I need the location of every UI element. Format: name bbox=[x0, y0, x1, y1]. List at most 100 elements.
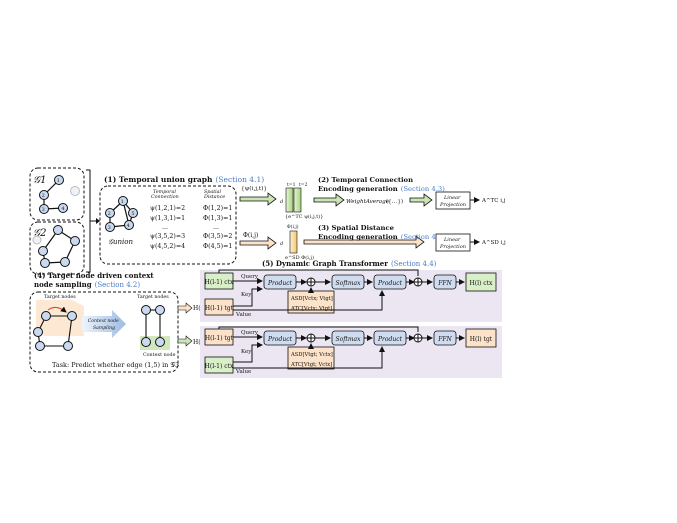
task-text: Task: Predict whether edge (1,5) in 𝒢3 bbox=[52, 361, 179, 369]
g1-node-faded bbox=[70, 186, 80, 196]
t-labels: t=1 t=2 bbox=[287, 182, 308, 188]
linear1-text: Linear Projection bbox=[439, 195, 466, 208]
svg-text:Softmax: Softmax bbox=[335, 280, 361, 287]
top-key-input bbox=[204, 298, 234, 316]
g2-node bbox=[40, 258, 50, 268]
sample-node bbox=[35, 341, 45, 351]
sample-node bbox=[155, 305, 165, 315]
g1-label: 𝒢1 bbox=[33, 175, 46, 186]
svg-text:Value: Value bbox=[235, 312, 251, 318]
out-tc-label: A^TC i,j bbox=[481, 197, 506, 204]
g1-node bbox=[39, 204, 49, 214]
sampling-title: (4) Target node driven context bbox=[34, 271, 154, 280]
psi-values: ψ(1,2,1)=2 ψ(1,3,1)=1 ... ψ(3,5,2)=3 ψ(4… bbox=[150, 205, 187, 250]
svg-text:Product: Product bbox=[377, 280, 403, 287]
g2-node bbox=[53, 225, 63, 235]
svg-text:ASD[Vtgt; Vctx]: ASD[Vtgt; Vctx] bbox=[290, 352, 333, 358]
encoding-panel: {ψ(i,j,t)} Φ(i,j) t=1 t=2 d {e^TC ψ(i,j,… bbox=[239, 176, 506, 261]
sampling-arrow-label: Context node Sampling bbox=[88, 318, 121, 331]
svg-text:ASD[Vctx; Vtgt]: ASD[Vctx; Vtgt] bbox=[290, 296, 333, 302]
union-title: (1) Temporal union graph(Section 4.1) bbox=[104, 175, 264, 184]
psi-set-label: {ψ(i,j,t)} bbox=[241, 185, 267, 192]
sd-pos-label: Φ(i,j) bbox=[287, 223, 299, 230]
sd-d-label: d bbox=[280, 241, 283, 247]
svg-text:H(l-1) ctx: H(l-1) ctx bbox=[205, 279, 234, 286]
sample-node bbox=[67, 311, 77, 321]
phi-label: Φ(i,j) bbox=[243, 232, 258, 239]
weighted-average: WeightAverage bbox=[346, 199, 390, 205]
svg-text:H(l-1) tgt: H(l-1) tgt bbox=[205, 335, 234, 342]
target-highlight bbox=[36, 300, 84, 336]
bottom-output bbox=[465, 328, 497, 348]
sample-node bbox=[141, 305, 151, 315]
context-node-label: Context node bbox=[143, 352, 176, 358]
sample-node bbox=[33, 327, 43, 337]
col-spatial: Spatial Distance bbox=[203, 189, 225, 200]
sample-node bbox=[141, 337, 151, 347]
sample-node bbox=[41, 311, 51, 321]
g2-node bbox=[38, 246, 48, 256]
sampling-box bbox=[29, 291, 179, 373]
svg-text:FFN: FFN bbox=[437, 336, 452, 343]
tc-title2: Encoding generation(Section 4.3) bbox=[318, 185, 445, 193]
transformer-panel: (5) Dynamic Graph Transformer(Section 4.… bbox=[200, 259, 502, 378]
svg-text:Value: Value bbox=[235, 369, 251, 375]
svg-text:Query: Query bbox=[241, 330, 259, 336]
target-nodes-label-2: Target nodes bbox=[137, 294, 169, 300]
svg-text:Product: Product bbox=[377, 336, 403, 343]
sample-node bbox=[155, 337, 165, 347]
union-graph-label: 𝒢union bbox=[108, 238, 133, 246]
input-graphs: 𝒢1 1 2 3 4 𝒢2 bbox=[29, 167, 100, 275]
union-node bbox=[105, 222, 115, 232]
g1-node bbox=[39, 190, 49, 200]
svg-text:H(l-1) ctx: H(l-1) ctx bbox=[205, 363, 234, 370]
input-bracket bbox=[86, 169, 96, 273]
g2-node-faded bbox=[32, 235, 42, 245]
g1-box bbox=[29, 167, 85, 221]
svg-text:H(l) ctx: H(l) ctx bbox=[470, 280, 494, 287]
svg-text:Key: Key bbox=[241, 349, 252, 355]
tc-emb-label: {e^TC ψ(i,j,t)} bbox=[285, 213, 323, 220]
sampling-arrow bbox=[82, 310, 126, 338]
svg-text:H(l-1) tgt: H(l-1) tgt bbox=[205, 305, 234, 312]
svg-text:Softmax: Softmax bbox=[335, 336, 361, 343]
arrow-to-sd bbox=[239, 236, 277, 250]
weighted-args: ({…}) bbox=[386, 198, 403, 205]
sample-node bbox=[63, 341, 73, 351]
sd-title2: Encoding generation(Section 4.3) bbox=[318, 233, 445, 241]
g1-node bbox=[58, 203, 68, 213]
phi-values: Φ(1,2)=1 Φ(1,3)=1 ... Φ(3,5)=2 Φ(4,5)=1 bbox=[203, 205, 234, 250]
union-node bbox=[105, 208, 115, 218]
tc-embedding-bar bbox=[293, 187, 302, 213]
g2-box bbox=[29, 221, 85, 275]
transformer-title: (5) Dynamic Graph Transformer(Section 4.… bbox=[262, 259, 437, 268]
arrow-to-tc bbox=[239, 192, 277, 206]
sampling-title2: node sampling(Section 4.2) bbox=[34, 280, 140, 289]
svg-text:ATC[Vtgt; Vctx]: ATC[Vtgt; Vctx] bbox=[290, 362, 332, 368]
tc-title: (2) Temporal Connection bbox=[318, 176, 413, 184]
sampling-panel: (4) Target node driven context node samp… bbox=[29, 271, 218, 373]
svg-text:H(l) tgt: H(l) tgt bbox=[470, 336, 493, 343]
g2-node bbox=[70, 236, 80, 246]
union-box bbox=[99, 185, 237, 265]
svg-text:1 2 3 4: 1 2 3 4 bbox=[42, 178, 65, 213]
svg-text:Key: Key bbox=[241, 292, 252, 298]
target-nodes-label: Target nodes bbox=[44, 294, 76, 300]
tc-d-label: d bbox=[280, 199, 283, 205]
sd-embedding-bar bbox=[289, 230, 298, 254]
sd-emb-label: e^SD Φ(i,j) bbox=[285, 254, 314, 261]
svg-text:ATC[Vctx; Vtgt]: ATC[Vctx; Vtgt] bbox=[290, 306, 332, 312]
out-sd-label: A^SD i,j bbox=[481, 239, 506, 246]
sd-title: (3) Spatial Distance bbox=[318, 224, 395, 232]
arrow-sd-out bbox=[303, 235, 425, 249]
tc-embedding-bar bbox=[285, 187, 294, 213]
col-temporal: Temporal Connection bbox=[151, 189, 179, 200]
svg-text:1 2 3 4: 1 2 3 4 5 bbox=[108, 199, 135, 231]
bottom-key-input bbox=[204, 356, 234, 374]
svg-text:Query: Query bbox=[241, 274, 259, 280]
g2-label: 𝒢2 bbox=[33, 228, 46, 239]
g1-node bbox=[54, 175, 64, 185]
union-node bbox=[118, 196, 128, 206]
union-node bbox=[124, 220, 134, 230]
g2-node bbox=[60, 257, 70, 267]
